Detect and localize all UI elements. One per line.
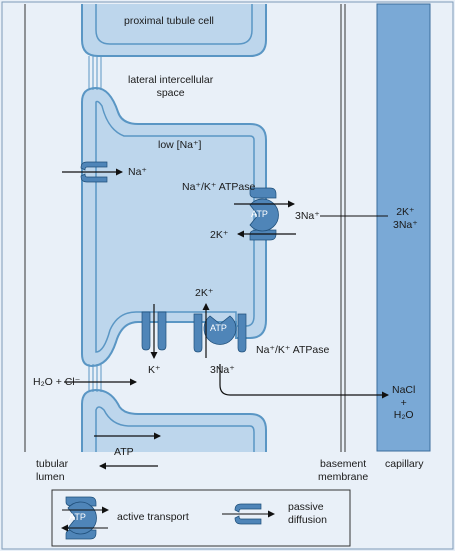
tight-junction-lower [88, 364, 102, 392]
lateral-space-label: lateral intercellular space [128, 74, 214, 99]
lower-pump-atp-label: ATP [210, 323, 227, 333]
two-k-upper-label: 2K⁺ [210, 229, 229, 241]
tubular-lumen-label: tubular lumen [36, 458, 69, 483]
na-plus-label: Na⁺ [128, 166, 147, 178]
k-plus-label: K⁺ [148, 364, 161, 376]
capillary-vessel [376, 3, 431, 452]
three-na-lower-label: 3Na⁺ [210, 364, 235, 376]
two-k-lower-label: 2K⁺ [195, 287, 214, 299]
tight-junction-upper [88, 56, 102, 90]
basement-membrane-label: basement membrane [318, 458, 369, 483]
upper-pump-atp-label: ATP [251, 209, 268, 219]
legend-atp-label: ATP [69, 512, 86, 522]
bottom-cell-inner-membrane [95, 406, 255, 452]
nacl-h2o-label: NaCl + H₂O [392, 384, 416, 422]
legend-active-symbol [61, 496, 109, 540]
capillary-ions-label: 2K⁺ 3Na⁺ [393, 206, 418, 231]
h2o-cl-label: H₂O + Cl⁻ [33, 376, 81, 388]
proximal-tubule-cell-label: proximal tubule cell [124, 15, 214, 27]
atp-arrow-label: ATP [114, 446, 134, 458]
capillary-label: capillary [385, 458, 424, 470]
top-cell-membrane [81, 4, 267, 57]
upper-atpase-channel [249, 187, 277, 241]
middle-cell-membrane [81, 86, 267, 368]
atpase-upper-label: Na⁺/K⁺ ATPase [182, 181, 256, 193]
legend-active-transport-label: active transport [117, 511, 189, 523]
legend-box [51, 489, 351, 547]
atpase-lower-label: Na⁺/K⁺ ATPase [256, 344, 330, 356]
lower-na-to-capillary-arrow [219, 364, 389, 399]
low-na-label: low [Na⁺] [158, 139, 202, 151]
three-na-upper-label: 3Na⁺ [295, 210, 320, 222]
legend-passive-diffusion-label: passive diffusion [288, 501, 327, 526]
lower-atpase-channel [193, 313, 247, 353]
legend-passive-symbol [222, 503, 275, 525]
middle-cell-inner-membrane [95, 100, 255, 353]
k-channel-lower [141, 311, 167, 351]
top-cell-inner-membrane [95, 4, 253, 45]
